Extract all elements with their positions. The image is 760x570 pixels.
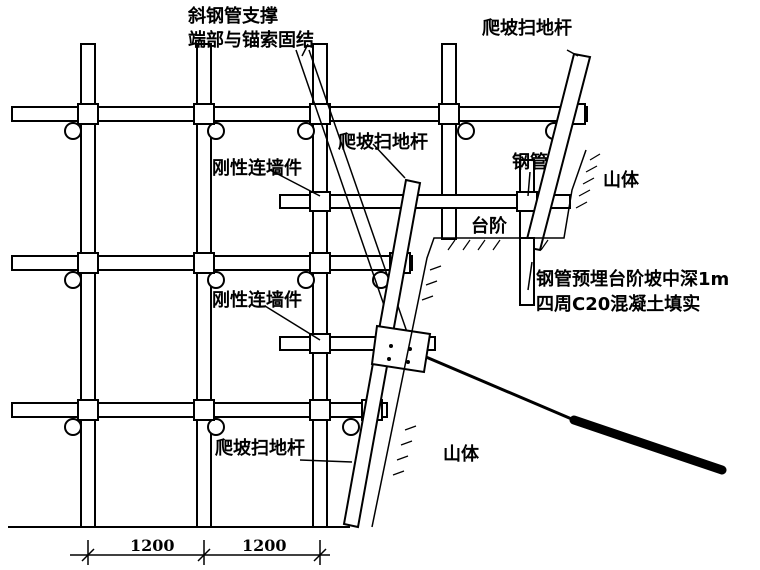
label-diagonal-brace-2: 端部与锚索固结 <box>188 29 314 51</box>
dimension-lines <box>70 540 330 565</box>
sweep-rod-top <box>523 52 592 252</box>
coupler <box>309 103 331 125</box>
anchor-cable <box>425 355 727 475</box>
label-sweep-rod-top: 爬坡扫地杆 <box>482 17 572 39</box>
tube-end <box>207 271 225 289</box>
dimension-left: 1200 <box>130 536 175 555</box>
label-embed-note-2: 四周C20混凝土填实 <box>536 293 700 315</box>
anchor-plate <box>370 324 432 374</box>
coupler <box>77 252 99 274</box>
mountain-profile <box>371 149 601 528</box>
leader-lines <box>264 43 579 463</box>
label-diagonal-brace-1: 斜钢管支撑 <box>187 5 278 27</box>
coupler <box>309 191 331 212</box>
tube-end <box>64 122 82 140</box>
label-step: 台阶 <box>471 215 508 237</box>
coupler <box>77 103 99 125</box>
tube-end <box>64 271 82 289</box>
coupler <box>309 252 331 274</box>
coupler <box>438 103 460 125</box>
standard-4 <box>441 43 457 240</box>
label-mountain-upper: 山体 <box>603 169 640 191</box>
coupler <box>193 103 215 125</box>
label-sweep-rod-mid: 爬坡扫地杆 <box>338 131 428 153</box>
tube-end <box>64 418 82 436</box>
label-steel-pipe: 钢管 <box>512 151 548 173</box>
coupler <box>309 333 331 354</box>
coupler <box>77 399 99 421</box>
tube-end <box>297 122 315 140</box>
label-mountain-lower: 山体 <box>443 443 480 465</box>
tube-end <box>457 122 475 140</box>
dimension-right: 1200 <box>242 536 287 555</box>
label-wall-tie-lower: 刚性连墙件 <box>212 289 302 311</box>
label-embed-note-1: 钢管预埋台阶坡中深1m <box>536 268 729 290</box>
tube-end <box>207 418 225 436</box>
label-wall-tie-upper: 刚性连墙件 <box>212 157 302 179</box>
tube-end <box>342 418 360 436</box>
coupler <box>193 252 215 274</box>
tube-end <box>207 122 225 140</box>
label-sweep-rod-bottom: 爬坡扫地杆 <box>215 437 305 459</box>
coupler <box>193 399 215 421</box>
coupler <box>309 399 331 421</box>
tube-end <box>297 271 315 289</box>
embedded-steel-pipe <box>519 237 535 306</box>
